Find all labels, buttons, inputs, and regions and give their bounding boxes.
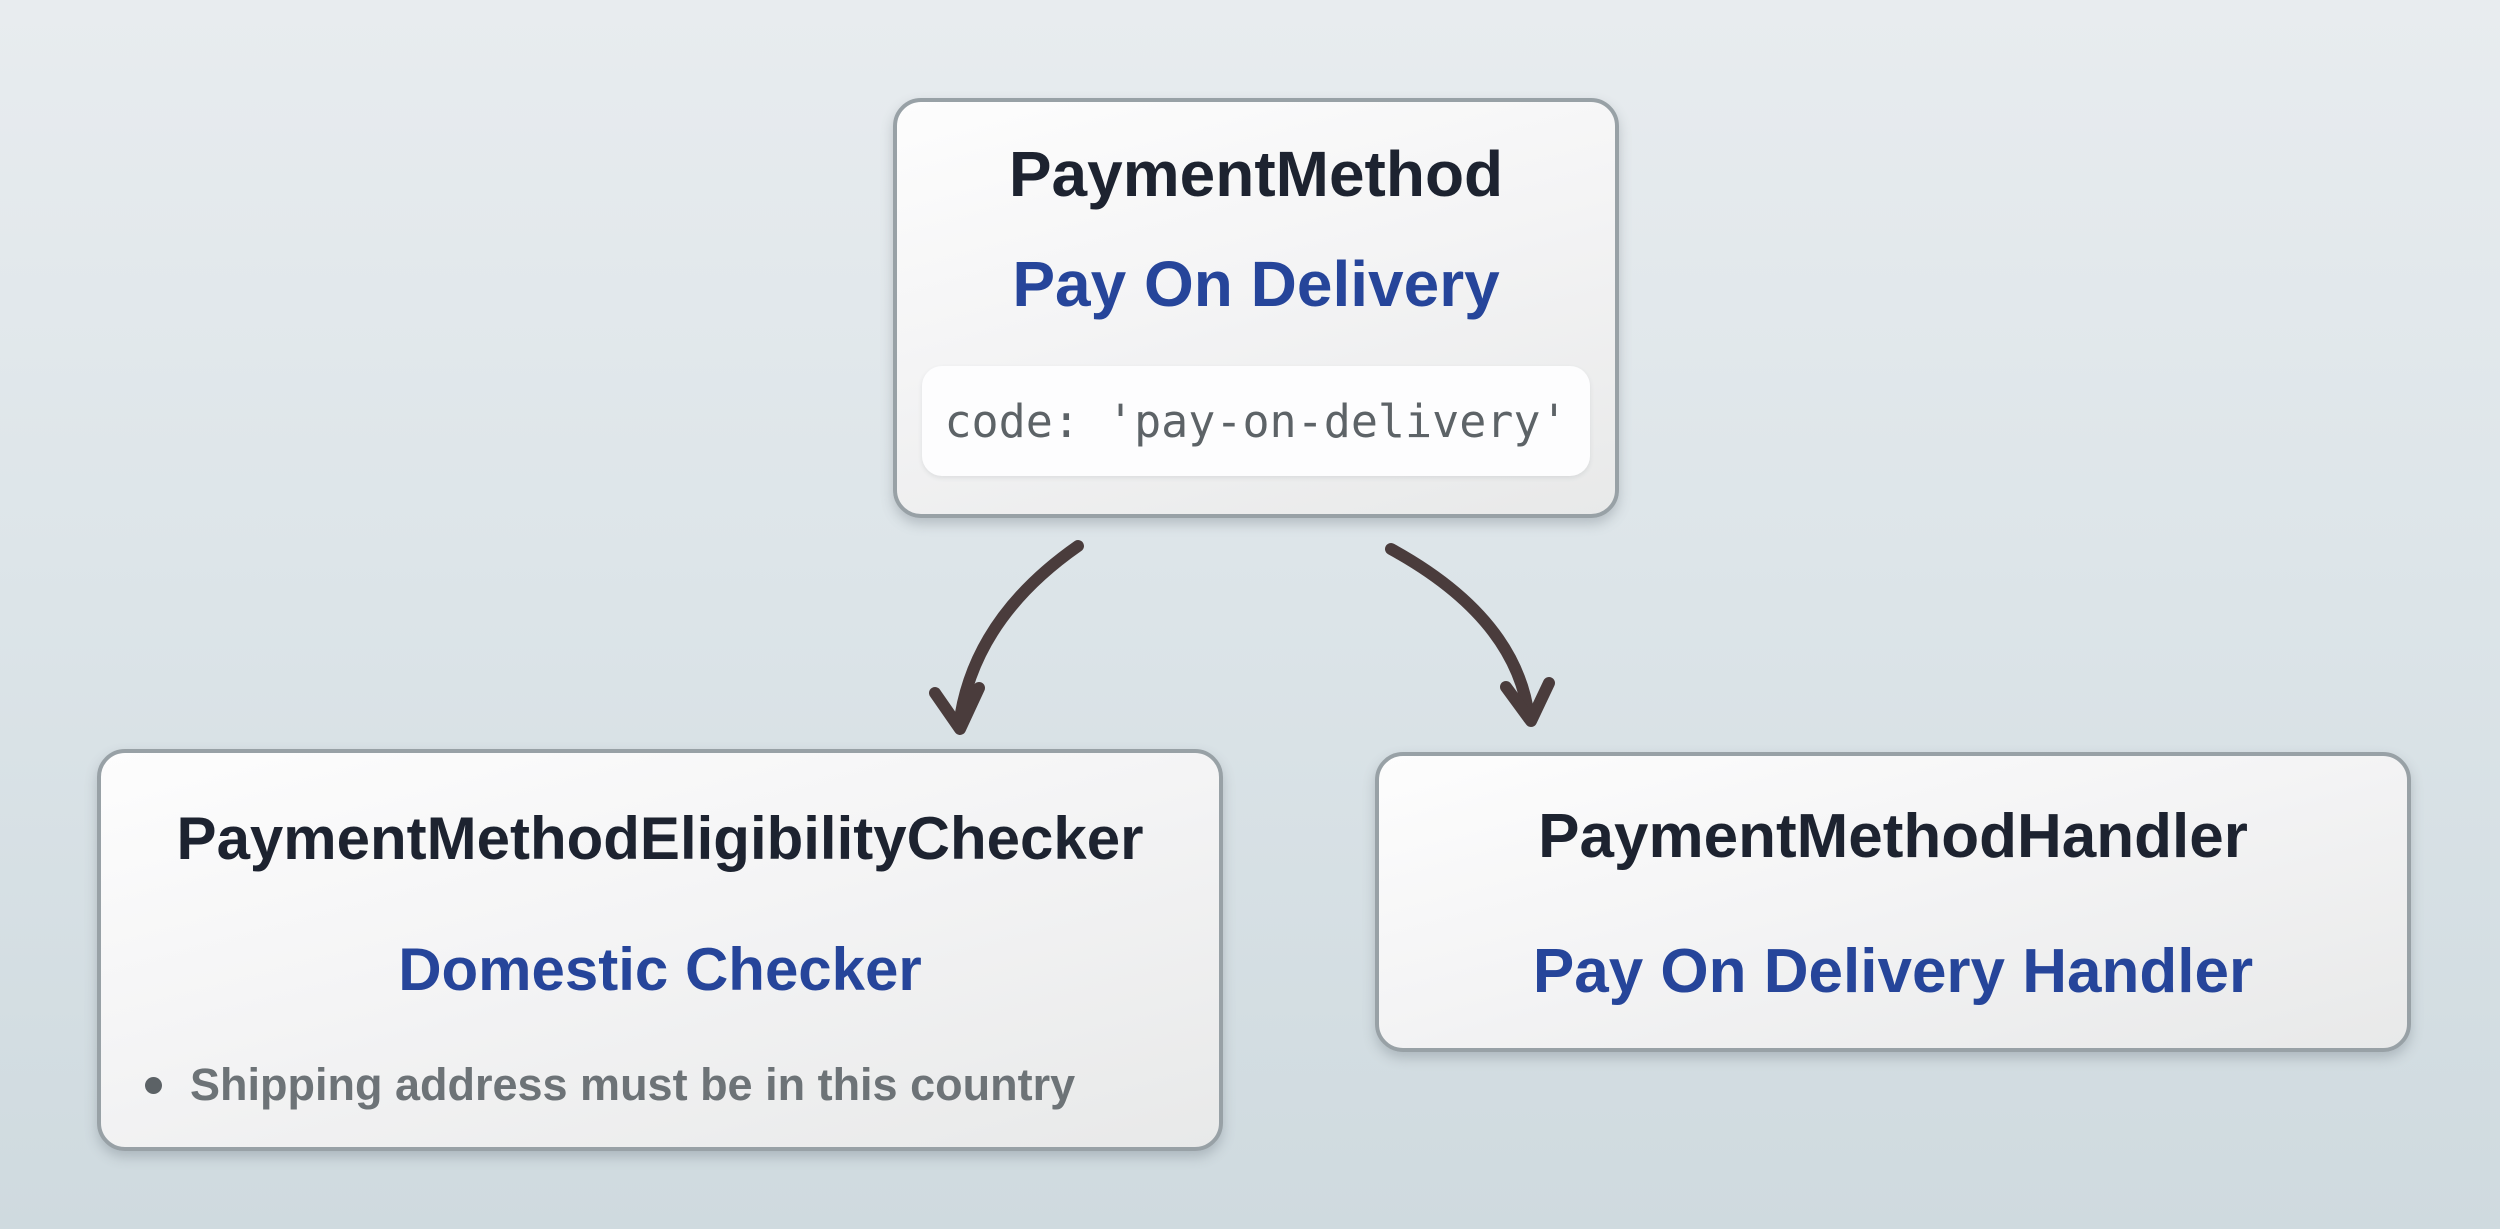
eligibility-rule-text: Shipping address must be in this country	[190, 1059, 1076, 1110]
arrow-to-handler	[1385, 543, 1535, 724]
arrow-to-eligibility-checker-head	[929, 682, 985, 735]
payment-method-code-text: code: 'pay-on-delivery'	[944, 394, 1568, 448]
arrow-to-handler-head	[1500, 677, 1555, 727]
eligibility-checker-card: PaymentMethodEligibilityChecker Domestic…	[97, 749, 1223, 1151]
arrow-to-eligibility-checker	[953, 540, 1084, 732]
eligibility-rule-item: Shipping address must be in this country	[145, 1059, 1199, 1111]
payment-method-card: PaymentMethod Pay On Delivery code: 'pay…	[893, 98, 1619, 518]
payment-method-code-pill: code: 'pay-on-delivery'	[922, 366, 1590, 476]
handler-card: PaymentMethodHandler Pay On Delivery Han…	[1375, 752, 2411, 1052]
bullet-icon	[145, 1076, 162, 1094]
payment-method-class-name: PaymentMethod	[1008, 138, 1504, 210]
eligibility-checker-instance-name: Domestic Checker	[398, 936, 922, 1003]
payment-method-instance-name: Pay On Delivery	[1012, 248, 1500, 320]
handler-class-name: PaymentMethodHandler	[1538, 802, 2248, 871]
handler-instance-name: Pay On Delivery Handler	[1532, 937, 2254, 1006]
eligibility-checker-class-name: PaymentMethodEligibilityChecker	[176, 805, 1144, 872]
